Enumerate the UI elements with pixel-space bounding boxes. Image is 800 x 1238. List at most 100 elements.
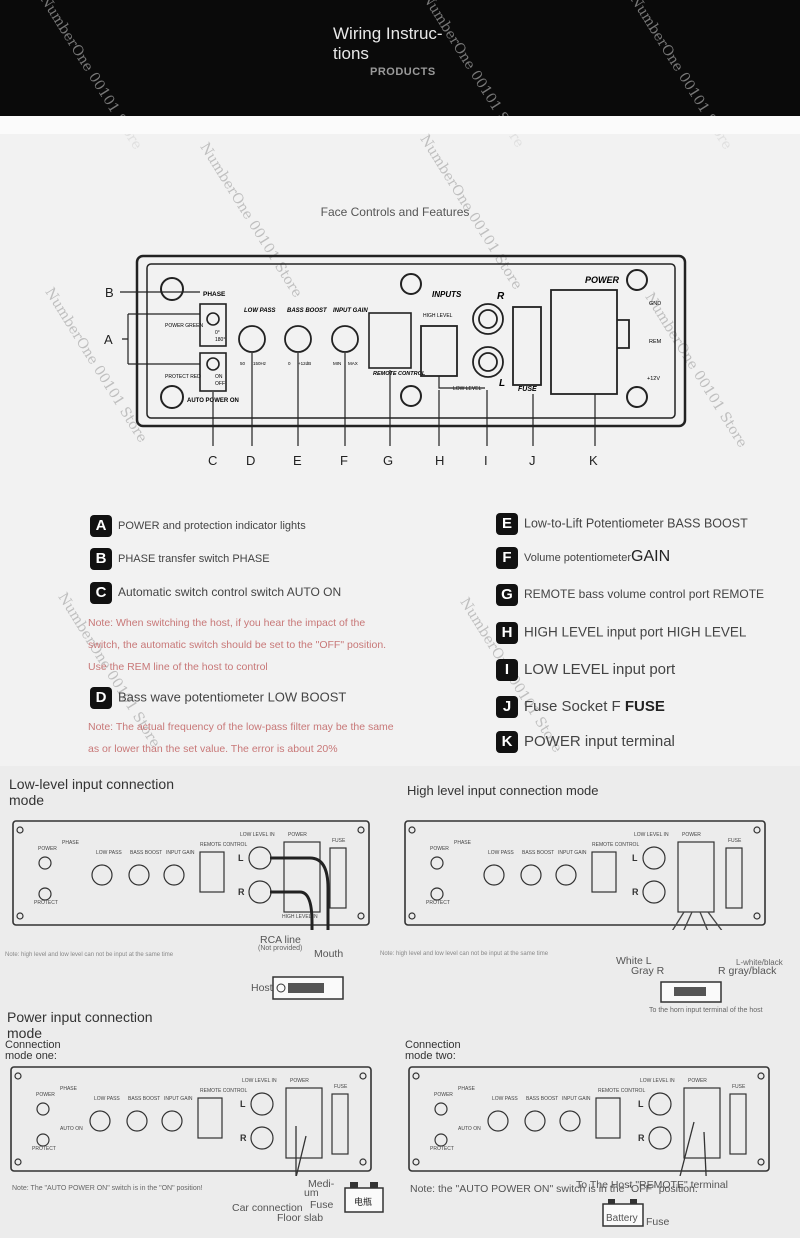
callout-i: I <box>484 453 488 468</box>
title-line-2: tions <box>333 44 369 63</box>
callout-h: H <box>435 453 444 468</box>
mini-power: POWER <box>434 1092 453 1098</box>
mini-protect: PROTECT <box>32 1146 56 1152</box>
mini-phase: PHASE <box>458 1086 476 1092</box>
mini-low-level-in: LOW LEVEL IN <box>634 832 669 838</box>
mini-high-level-in: HIGH LEVEL IN <box>282 914 318 920</box>
mini-input-gain: INPUT GAIN <box>558 850 587 856</box>
panel-fuse: FUSE <box>518 386 537 393</box>
mini-low-pass: LOW PASS <box>94 1096 120 1102</box>
face-controls-title: Face Controls and Features <box>320 205 470 219</box>
mini-protect: PROTECT <box>34 900 58 906</box>
callout-g: G <box>383 453 393 468</box>
badge-b: B <box>90 548 112 570</box>
note-c-line-3: Use the REM line of the host to control <box>88 661 268 673</box>
panel-remote-control: REMOTE CONTROL <box>373 371 426 377</box>
battery-cn-label: 电瓶 <box>354 1196 372 1207</box>
low-level-title: Low-level input connection mode <box>9 776 174 808</box>
header-divider <box>0 116 800 134</box>
mini-r: R <box>240 1133 247 1143</box>
mini-panel-low-level: POWER PHASE PROTECT LOW PASS BASS BOOST … <box>12 820 370 930</box>
panel-bb-min: 0 <box>288 361 291 366</box>
mini-power: POWER <box>36 1092 55 1098</box>
badge-e: E <box>496 513 518 535</box>
panel-lp-max: 150Hz <box>253 361 267 366</box>
mini-input-gain: INPUT GAIN <box>562 1096 591 1102</box>
callout-e: E <box>293 453 302 468</box>
host-unit-icon <box>272 976 344 1000</box>
mode-two-title-1: Connection <box>405 1039 461 1051</box>
mini-r: R <box>238 887 245 897</box>
host-terminal-label: To the horn input terminal of the host <box>649 1007 763 1014</box>
note-c-line-1: Note: When switching the host, if you he… <box>88 617 366 629</box>
host-unit-icon-2 <box>660 981 722 1003</box>
header-banner: Wiring Instruc- tions PRODUCTS NumberOne… <box>0 0 800 153</box>
mini-input-gain: INPUT GAIN <box>166 850 195 856</box>
panel-input-gain: INPUT GAIN <box>333 308 368 314</box>
callout-a: A <box>104 332 113 347</box>
mini-bass-boost: BASS BOOST <box>526 1096 558 1102</box>
feature-d-text: Bass wave potentiometer LOW BOOST <box>118 689 347 705</box>
mini-low-level-in: LOW LEVEL IN <box>640 1078 675 1084</box>
mini-remote-control: REMOTE CONTROL <box>598 1088 645 1094</box>
car-connection-label: Car connection <box>232 1202 303 1214</box>
mini-phase: PHASE <box>454 840 472 846</box>
callout-d: D <box>246 453 255 468</box>
panel-gnd: GND <box>649 301 661 307</box>
mini-panel-mode-two: POWER PHASE AUTO ON PROTECT LOW PASS BAS… <box>408 1066 770 1176</box>
feature-f-text: Volume potentiometer <box>524 551 632 564</box>
note-c: Note: When switching the host, if you he… <box>88 612 386 678</box>
callout-c: C <box>208 453 217 468</box>
feature-e-text: Low-to-Lift Potentiometer BASS BOOST <box>524 516 748 531</box>
mini-bass-boost: BASS BOOST <box>128 1096 160 1102</box>
feature-j-text: Fuse Socket F <box>524 697 621 715</box>
mini-fuse: FUSE <box>332 838 346 844</box>
mini-low-level-in: LOW LEVEL IN <box>240 832 275 838</box>
mini-power-term: POWER <box>682 832 701 838</box>
panel-12v: +12V <box>647 376 660 382</box>
mini-l: L <box>240 1099 246 1109</box>
mini-power: POWER <box>38 846 57 852</box>
callout-b: B <box>105 285 114 300</box>
battery-icon: 电瓶 <box>344 1182 384 1213</box>
panel-off: OFF <box>215 381 225 387</box>
mini-r: R <box>638 1133 645 1143</box>
mini-bass-boost: BASS BOOST <box>522 850 554 856</box>
mode-one-title: Connection mode one: <box>5 1040 61 1062</box>
title-line-1: Wiring Instruc- <box>333 24 443 43</box>
panel-power: POWER <box>585 275 620 285</box>
panel-bb-max: +12dB <box>298 361 311 366</box>
callout-j: J <box>529 453 536 468</box>
fuse-label-2: Fuse <box>646 1216 670 1228</box>
panel-phase-180: 180° <box>215 337 225 343</box>
mini-power-term: POWER <box>290 1078 309 1084</box>
panel-bass-boost: BASS BOOST <box>287 308 328 314</box>
mini-fuse: FUSE <box>728 838 742 844</box>
feature-e: E Low-to-Lift Potentiometer BASS BOOST <box>496 513 748 535</box>
feature-c-text: Automatic switch control switch AUTO ON <box>118 585 342 600</box>
panel-on: ON <box>215 374 223 380</box>
feature-g: G REMOTE bass volume control port REMOTE <box>496 584 764 606</box>
mode-two-note: Note: the "AUTO POWER ON" switch is in t… <box>410 1183 698 1195</box>
mini-panel-high-level: POWER PHASE PROTECT LOW PASS BASS BOOST … <box>404 820 766 930</box>
badge-h: H <box>496 622 518 644</box>
mode-one-title-1: Connection <box>5 1039 61 1051</box>
mini-phase: PHASE <box>60 1086 78 1092</box>
gray-r-label: Gray R <box>631 965 665 977</box>
mini-remote-control: REMOTE CONTROL <box>200 842 247 848</box>
mini-power: POWER <box>430 846 449 852</box>
note-c-line-2: switch, the automatic switch should be s… <box>88 639 387 651</box>
l-white-black-label: L-white/black <box>736 958 783 967</box>
feature-a-text: POWER and protection indicator lights <box>118 519 306 532</box>
callout-k: K <box>589 453 598 468</box>
mini-power-term: POWER <box>688 1078 707 1084</box>
feature-g-text: REMOTE bass volume control port REMOTE <box>524 587 765 602</box>
badge-g: G <box>496 584 518 606</box>
battery-label: Battery <box>606 1213 638 1224</box>
